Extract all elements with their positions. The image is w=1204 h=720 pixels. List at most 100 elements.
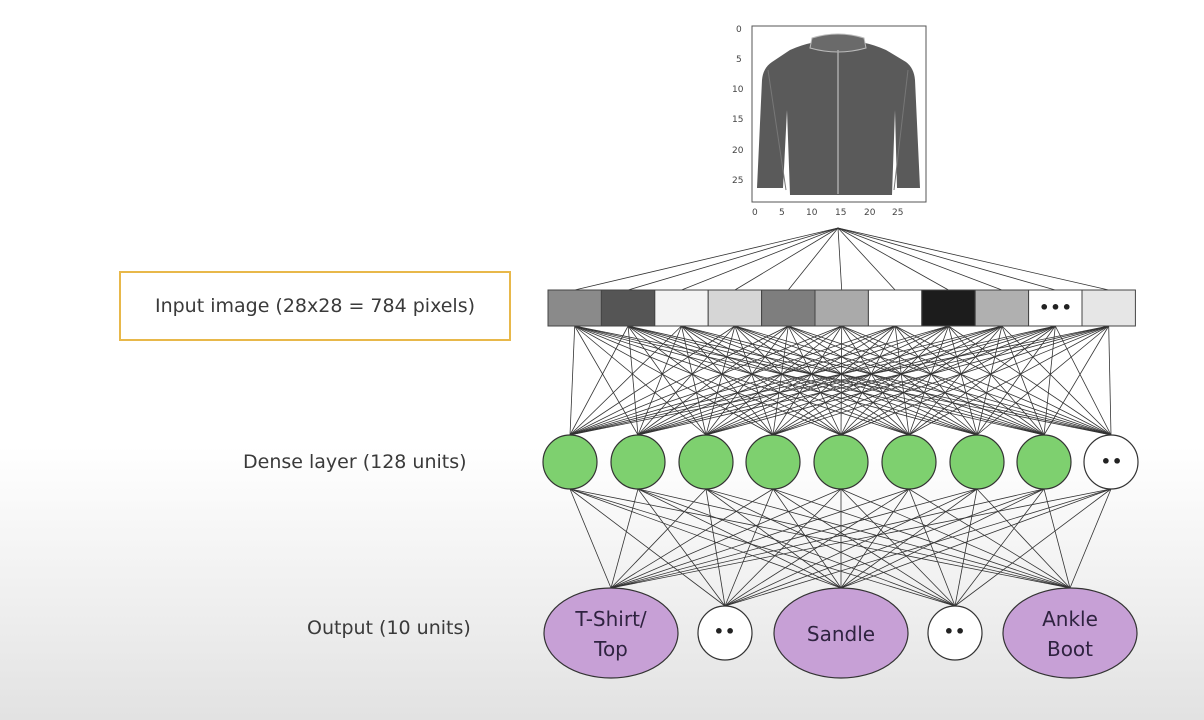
pixel-to-dense-line — [627, 325, 1045, 436]
pixel-to-dense-line — [569, 325, 949, 436]
dense-to-output-line — [637, 488, 956, 607]
pixel-to-dense-line — [772, 325, 1056, 436]
dense-to-output-line — [772, 488, 842, 589]
dense-node — [813, 434, 869, 490]
image-to-pixel-line — [787, 227, 839, 291]
dense-to-output-line — [840, 488, 1071, 589]
image-to-pixel-line — [627, 227, 839, 291]
x-tick: 5 — [779, 208, 785, 218]
dense-to-output-line — [569, 488, 1071, 589]
pixel-to-dense-line — [734, 325, 774, 436]
x-tick: 20 — [864, 208, 876, 218]
dense-node — [542, 434, 598, 490]
dense-to-output-line — [610, 488, 1045, 589]
pixel-to-dense-line — [627, 325, 842, 436]
image-to-pixel-line — [837, 227, 949, 291]
x-tick: 0 — [752, 208, 758, 218]
dense-to-output-line — [1069, 488, 1112, 589]
pixel-to-dense-line — [569, 325, 1056, 436]
pixel-to-dense-line — [772, 325, 1003, 436]
output-label-line: Sandle — [806, 622, 876, 646]
dense-to-output-line — [705, 488, 956, 607]
pixel-to-dense-line — [569, 325, 576, 436]
output-node — [543, 587, 679, 679]
pixel-to-dense-line — [705, 325, 949, 436]
dense-layer-label: Dense layer (128 units) — [243, 451, 467, 473]
pixel-to-dense-line — [772, 325, 843, 436]
pixel-to-dense-line — [637, 325, 949, 436]
output-label-tshirt: T-Shirt/ Top — [544, 604, 678, 664]
y-tick: 15 — [732, 115, 744, 125]
dense-to-output-line — [705, 488, 1071, 589]
pixel-to-dense-line — [574, 325, 774, 436]
pixel-to-dense-line — [1001, 325, 1112, 436]
pixel-to-dense-line — [637, 325, 896, 436]
pixel-to-dense-line — [681, 325, 1112, 436]
pixel-to-dense-line — [627, 325, 774, 436]
dense-to-output-line — [705, 488, 726, 607]
output-ellipsis-node — [697, 605, 753, 661]
input-pixel-strip — [547, 289, 1136, 327]
pixel-to-dense-line — [705, 325, 1056, 436]
pixel-to-dense-line — [705, 325, 896, 436]
pixel-to-dense-line — [637, 325, 682, 436]
dense-to-output-line — [569, 488, 956, 607]
pixel-cell — [654, 289, 709, 327]
pixel-to-dense-line — [637, 325, 789, 436]
y-tick: 0 — [736, 25, 742, 35]
pixel-to-dense-line — [637, 325, 736, 436]
dense-to-output-line — [569, 488, 612, 589]
pixel-to-dense-line — [627, 325, 910, 436]
output-node — [773, 587, 909, 679]
dense-to-output-line — [976, 488, 1071, 589]
pixel-to-dense-line — [681, 325, 978, 436]
dense-to-output-line — [610, 488, 1112, 589]
output-ellipsis-node — [927, 605, 983, 661]
dense-to-output-line — [772, 488, 1071, 589]
pixel-cell — [867, 289, 923, 327]
dense-to-output-line — [610, 488, 842, 589]
pixel-to-dense-line — [705, 325, 789, 436]
output-ellipsis: •• — [943, 622, 967, 641]
pixel-to-dense-line — [840, 325, 1109, 436]
dense-to-output-line — [610, 488, 910, 589]
pixel-cell — [1028, 289, 1083, 327]
pixel-to-dense-line — [976, 325, 1109, 436]
output-label-ankle-boot: Ankle Boot — [1003, 604, 1137, 664]
dense-to-output-line — [724, 488, 978, 607]
pixel-to-dense-line — [574, 325, 1045, 436]
pixel-to-dense-line — [569, 325, 1002, 436]
image-to-pixel-line — [837, 227, 1056, 291]
dense-to-output-line — [569, 488, 726, 607]
pixel-cell — [600, 289, 656, 327]
dense-to-output-line — [1043, 488, 1071, 589]
dense-to-output-line — [840, 488, 1112, 589]
pixel-to-dense-line — [569, 325, 682, 436]
image-to-pixel-line — [681, 227, 839, 291]
dense-to-output-line — [610, 488, 978, 589]
pixel-to-dense-line — [841, 325, 1045, 436]
y-tick: 20 — [732, 146, 744, 156]
pixel-to-dense-line — [734, 325, 1045, 436]
x-tick: 10 — [806, 208, 818, 218]
output-layer-label: Output (10 units) — [307, 617, 471, 639]
dense-node — [745, 434, 801, 490]
pixel-to-dense-line — [705, 325, 842, 436]
output-label-line: Boot — [1046, 637, 1094, 661]
output-label-sandle: Sandle — [774, 619, 908, 649]
pixel-to-dense-line — [627, 325, 639, 436]
y-tick: 10 — [732, 85, 744, 95]
pixel-to-dense-line — [637, 325, 842, 436]
input-image-plot — [751, 25, 927, 203]
dense-to-output-line — [637, 488, 726, 607]
pixel-to-dense-line — [788, 325, 1045, 436]
pixel-to-dense-line — [681, 325, 910, 436]
shirt-image — [757, 33, 920, 195]
pixel-to-dense-line — [681, 325, 1045, 436]
pixel-to-dense-line — [734, 325, 1112, 436]
pixel-to-dense-line — [788, 325, 978, 436]
pixel-to-dense-line — [908, 325, 1109, 436]
pixel-to-dense-line — [627, 325, 978, 436]
pixel-to-dense-line — [569, 325, 736, 436]
